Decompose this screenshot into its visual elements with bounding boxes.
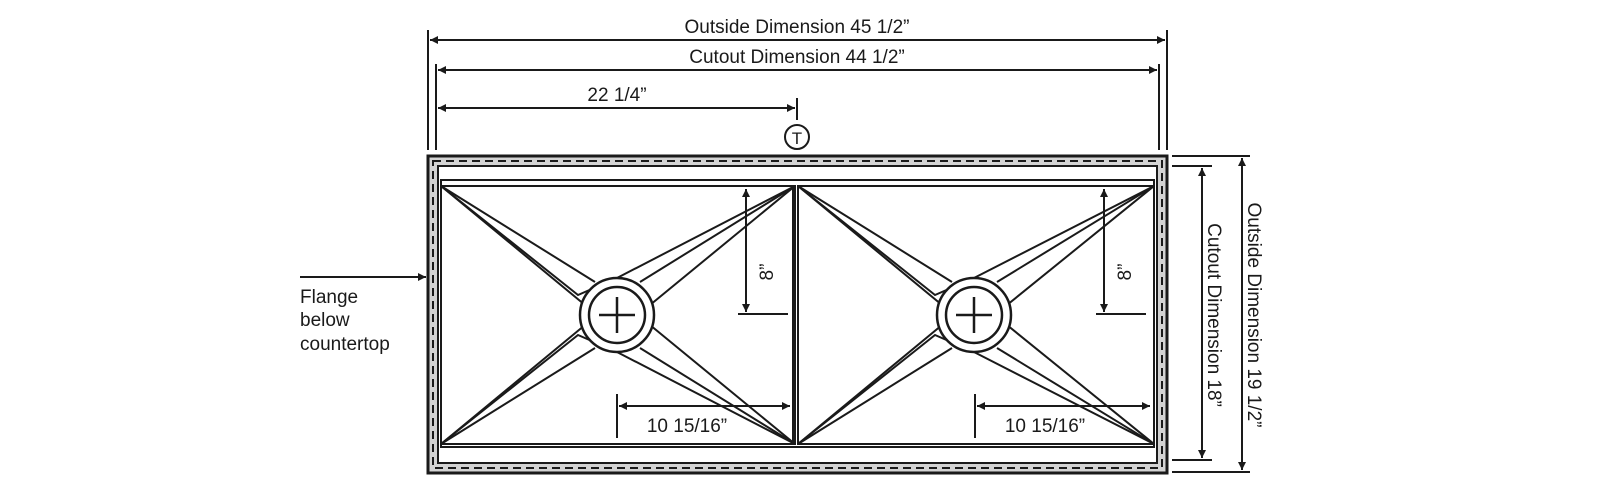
cutout-dashed-line [432, 160, 1163, 469]
flange-callout-line-2: below [300, 310, 350, 331]
center-offset-dimension: 22 1/4” [438, 85, 798, 120]
outside-height-label: Outside Dimension 19 1/2” [1243, 203, 1264, 428]
faucet-marker: T [784, 124, 810, 150]
left-bowl [440, 185, 796, 445]
cutout-width-dimension: Cutout Dimension 44 1/2” [435, 47, 1160, 150]
cutout-height-label: Cutout Dimension 18” [1203, 223, 1224, 407]
flange-callout: Flange below countertop [300, 273, 426, 355]
left-drain [578, 276, 656, 354]
outside-width-label: Outside Dimension 45 1/2” [685, 17, 910, 38]
flange-callout-line-3: countertop [300, 334, 390, 355]
right-drain-offset-dimension: 10 15/16” [974, 394, 1150, 438]
left-bowl-depth-label: 8” [757, 264, 778, 281]
left-drain-offset-dimension: 10 15/16” [616, 394, 790, 438]
right-drain [935, 276, 1013, 354]
outside-width-dimension: Outside Dimension 45 1/2” [427, 17, 1168, 150]
left-drain-offset-label: 10 15/16” [647, 416, 727, 437]
cutout-height-dimension: Cutout Dimension 18” [1172, 165, 1224, 461]
faucet-marker-label: T [792, 129, 802, 148]
center-offset-label: 22 1/4” [587, 85, 646, 106]
outside-height-dimension: Outside Dimension 19 1/2” [1172, 155, 1264, 473]
flange-callout-line-1: Flange [300, 287, 358, 308]
right-bowl-depth-label: 8” [1115, 264, 1136, 281]
right-drain-offset-label: 10 15/16” [1005, 416, 1085, 437]
cutout-width-label: Cutout Dimension 44 1/2” [689, 47, 904, 68]
right-bowl-depth-dimension: 8” [1096, 189, 1146, 315]
left-bowl-depth-dimension: 8” [738, 189, 788, 315]
right-bowl [797, 185, 1155, 445]
